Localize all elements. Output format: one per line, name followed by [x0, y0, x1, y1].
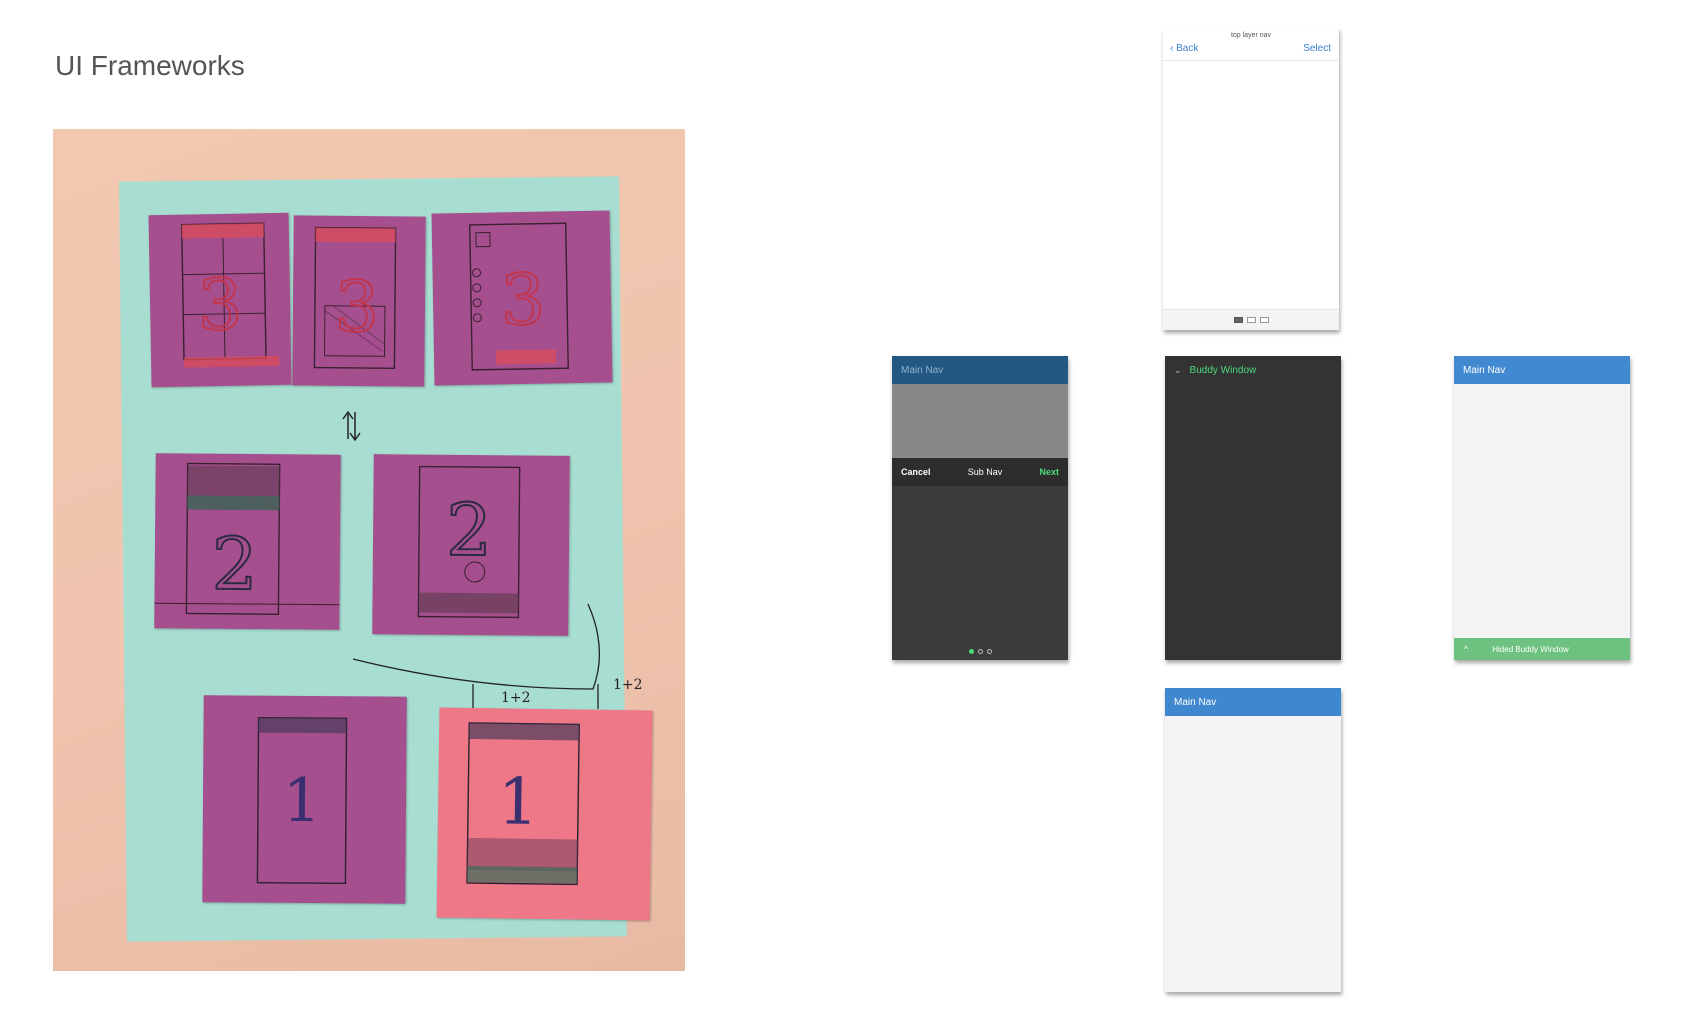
- page-dot[interactable]: [977, 649, 983, 654]
- sketch-note: 3: [292, 215, 426, 387]
- sketch-number: 3: [197, 264, 243, 347]
- sub-nav-screen: Main Nav Cancel Sub Nav Next: [892, 356, 1068, 660]
- sketch-annotation: 1+2: [613, 677, 643, 693]
- view-switcher: [1163, 309, 1339, 330]
- select-button[interactable]: Select: [1303, 43, 1331, 54]
- buddy-window-screen: ⌄ Buddy Window: [1165, 356, 1341, 660]
- sketch-number: 1: [497, 765, 539, 840]
- page-indicator: [892, 649, 1068, 654]
- buddy-window-title: Buddy Window: [1189, 364, 1257, 376]
- sketch-annotation: 1+2: [501, 690, 531, 706]
- chevron-down-icon[interactable]: ⌄: [1174, 364, 1182, 375]
- sketch-note: 1: [436, 707, 653, 921]
- main-nav-bar: Main Nav: [1165, 688, 1341, 716]
- top-layer-caption: top layer nav: [1230, 32, 1272, 39]
- back-button[interactable]: ‹ Back: [1170, 43, 1198, 54]
- sketch-number: 3: [334, 266, 379, 348]
- hided-buddy-screen: Main Nav ^ Hided Buddy Window: [1454, 356, 1630, 660]
- main-nav-bar: Main Nav: [892, 356, 1068, 384]
- sketch-note: 2: [154, 453, 341, 630]
- sketch-note: 2: [372, 454, 570, 636]
- sketch-number: 2: [212, 522, 259, 606]
- top-layer-navbar: top layer nav ‹ Back Select: [1163, 28, 1339, 61]
- dimmed-content: [892, 384, 1068, 458]
- chevron-up-icon[interactable]: ^: [1464, 644, 1469, 654]
- hided-buddy-bar[interactable]: ^ Hided Buddy Window: [1454, 638, 1630, 660]
- sketch-note: 3: [148, 212, 292, 388]
- top-layer-screen: top layer nav ‹ Back Select: [1163, 28, 1339, 330]
- sketch-arrows: 1+2 1+2: [342, 410, 643, 709]
- page-dot[interactable]: [986, 649, 992, 654]
- hided-buddy-label: Hided Buddy Window: [1492, 644, 1569, 654]
- column-view-icon[interactable]: [1259, 317, 1269, 323]
- sketch-photo: 3 3 3 1+2 1+2 2 2: [53, 129, 685, 971]
- list-view-icon[interactable]: [1246, 317, 1256, 323]
- cancel-button[interactable]: Cancel: [901, 467, 931, 477]
- chevron-left-icon: ‹: [1170, 43, 1177, 54]
- main-nav-screen: Main Nav: [1165, 688, 1341, 992]
- buddy-window-bar[interactable]: ⌄ Buddy Window: [1165, 356, 1341, 384]
- page-title: UI Frameworks: [55, 50, 245, 81]
- sketch-number: 2: [446, 488, 493, 572]
- page-dot[interactable]: [968, 649, 974, 654]
- grid-view-icon[interactable]: [1233, 317, 1243, 323]
- main-nav-bar: Main Nav: [1454, 356, 1630, 384]
- sketch-number: 3: [500, 259, 546, 342]
- sketch-note: 3: [431, 210, 613, 386]
- sub-nav-title: Sub Nav: [967, 467, 1003, 477]
- sketch-note: 1: [202, 695, 407, 904]
- sketch-number: 1: [283, 766, 322, 836]
- sub-nav-bar: Cancel Sub Nav Next: [892, 458, 1068, 486]
- next-button[interactable]: Next: [1039, 467, 1059, 477]
- back-label: Back: [1176, 43, 1199, 54]
